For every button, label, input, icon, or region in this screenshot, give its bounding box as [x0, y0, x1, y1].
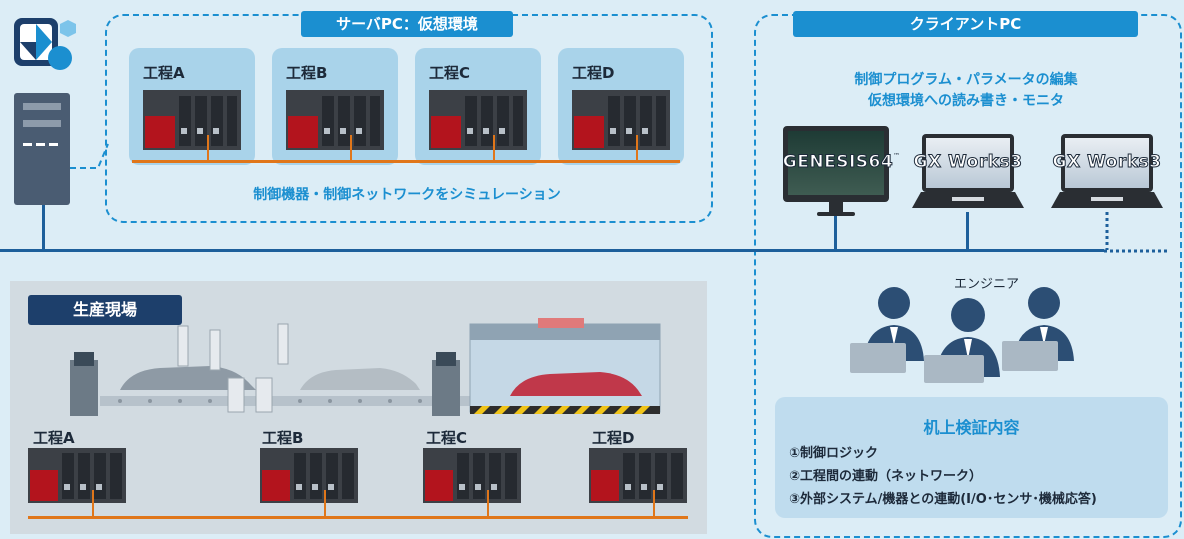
network-drop-line	[350, 135, 352, 161]
client-network-drop	[966, 212, 969, 250]
assembly-line-illustration	[70, 318, 661, 416]
server-process-label: 工程B	[286, 64, 328, 82]
factory-process-label: 工程B	[262, 429, 304, 447]
server-pc-title: サーバPC：仮想環境	[301, 11, 513, 37]
trademark-symbol: ™	[893, 152, 900, 160]
gx-works3-label: GX Works3	[913, 152, 1023, 173]
engineer-label: エンジニア	[954, 277, 1020, 292]
main-network-line	[0, 249, 1104, 252]
server-process-label: 工程C	[429, 64, 471, 82]
plc-icon	[286, 90, 384, 150]
network-drop-line	[207, 135, 209, 161]
client-network-drop	[834, 216, 837, 250]
factory-process-label: 工程C	[426, 429, 468, 447]
laptop-icon	[1051, 134, 1163, 214]
server-process-label: 工程A	[143, 64, 185, 82]
plc-icon	[423, 448, 521, 503]
factory-process-label: 工程A	[33, 429, 75, 447]
verification-title: 机上検証内容	[923, 418, 1020, 437]
laptop-icon	[912, 134, 1024, 214]
verification-item: ③外部システム/機器との連動(I/O･センサ･機械応答)	[789, 492, 1097, 507]
network-drop-line	[324, 490, 326, 517]
plc-icon	[429, 90, 527, 150]
client-pc-title: クライアントPC	[793, 11, 1138, 37]
plc-icon	[572, 90, 670, 150]
engineers-icon	[850, 287, 1074, 383]
verification-item: ②工程間の連動（ネットワーク）	[789, 469, 983, 484]
server-connector-line	[70, 143, 109, 169]
client-description-line1: 制御プログラム・パラメータの編集	[854, 72, 1078, 88]
production-site-title: 生産現場	[28, 295, 182, 325]
client-dotted-drop	[1105, 212, 1109, 250]
network-drop-line	[493, 135, 495, 161]
server-process-label: 工程D	[572, 64, 615, 82]
desktop-monitor-icon	[783, 126, 889, 218]
factory-process-label: 工程D	[592, 429, 635, 447]
network-drop-line	[653, 490, 655, 517]
company-logo-icon	[12, 14, 82, 76]
genesis64-label: GENESIS64	[782, 152, 894, 173]
plc-icon	[589, 448, 687, 503]
server-simulation-caption: 制御機器・制御ネットワークをシミュレーション	[253, 187, 561, 203]
network-drop-line	[636, 135, 638, 161]
server-virtual-network-line	[132, 160, 680, 163]
plc-icon	[143, 90, 241, 150]
server-tower-icon	[14, 93, 70, 205]
factory-network-line	[28, 516, 688, 519]
plc-icon	[260, 448, 358, 503]
verification-box: 机上検証内容 ①制御ロジック ②工程間の連動（ネットワーク） ③外部システム/機…	[775, 397, 1168, 518]
plc-icon	[28, 448, 126, 503]
network-extension-dotted-line	[1104, 249, 1170, 253]
server-network-drop	[42, 205, 45, 250]
gx-works3-label: GX Works3	[1052, 152, 1162, 173]
verification-item: ①制御ロジック	[789, 446, 879, 461]
network-drop-line	[92, 490, 94, 517]
client-description-line2: 仮想環境への読み書き・モニタ	[868, 93, 1064, 109]
network-drop-line	[487, 490, 489, 517]
